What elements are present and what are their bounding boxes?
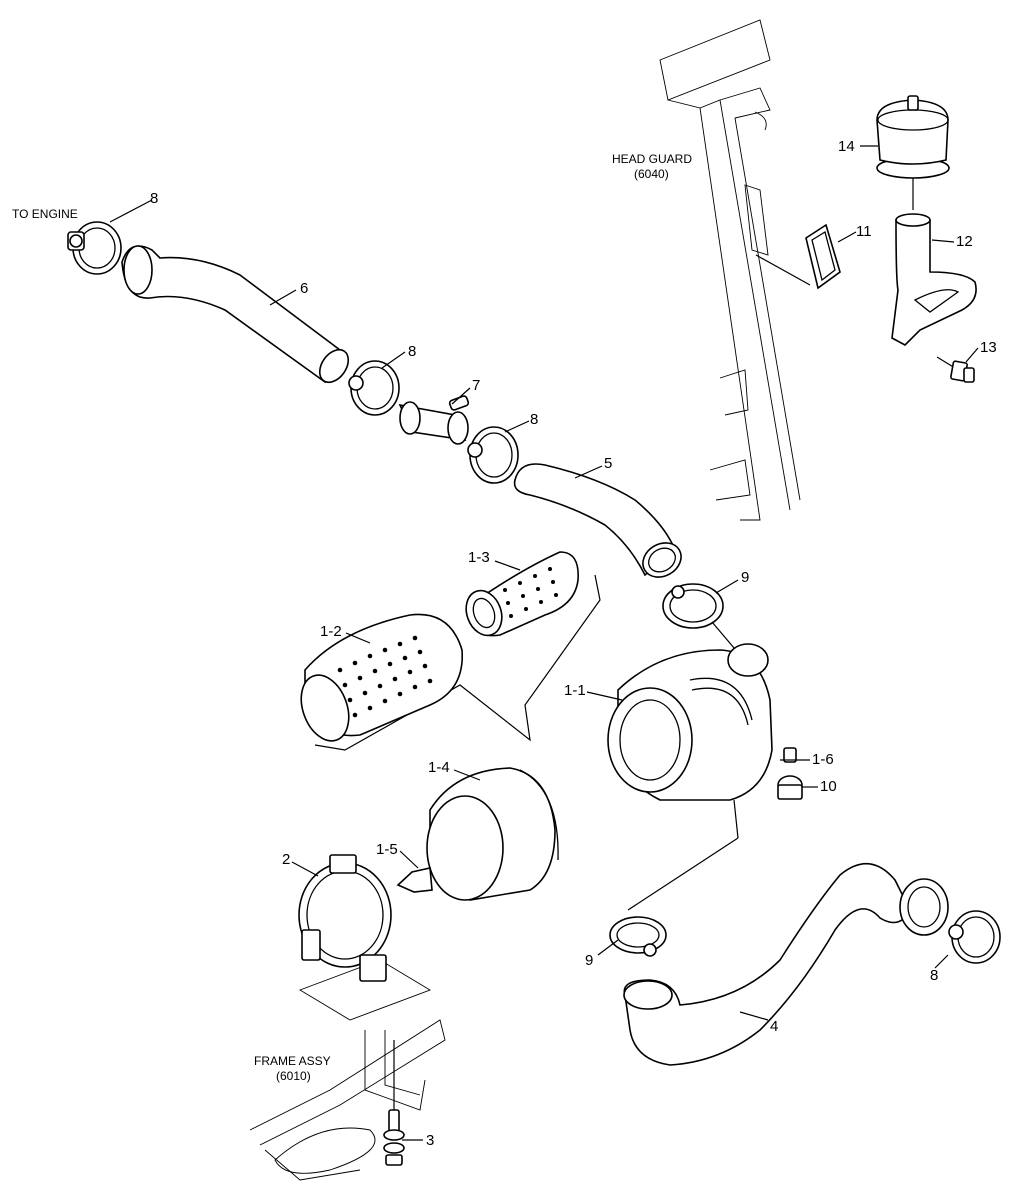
callout-11: 11	[856, 223, 872, 240]
hose-clamp-middle-upper	[348, 360, 400, 416]
gasket	[755, 223, 841, 290]
air-cleaner-cover	[426, 767, 559, 901]
frame-assy-code: (6010)	[276, 1069, 311, 1083]
intake-hose-elbow	[513, 463, 682, 578]
air-cleaner-body	[607, 643, 773, 801]
valve-and-cap	[777, 747, 803, 800]
callout-7: 7	[472, 377, 480, 394]
outer-filter-element	[300, 613, 463, 742]
intake-hose-lower	[623, 862, 949, 1066]
hose-clamp-air-cleaner-inlet	[662, 583, 741, 656]
callout-8-middle-lower: 8	[530, 411, 538, 428]
callout-4: 4	[770, 1018, 778, 1035]
callout-8-middle-upper: 8	[408, 343, 416, 360]
callout-5: 5	[604, 455, 612, 472]
callout-leaders	[109, 145, 979, 1141]
assembly-leader-lines	[627, 799, 739, 911]
frame-assy	[249, 959, 446, 1181]
mounting-band	[298, 854, 392, 982]
callout-14: 14	[838, 138, 855, 155]
hose-clamp-top-left	[67, 221, 122, 275]
callout-1-5: 1-5	[376, 841, 398, 858]
hose-clamp-lower	[609, 916, 667, 957]
hose-clamp-middle-lower	[467, 426, 519, 484]
hose-clamp-right	[948, 910, 1001, 964]
callout-9-lower: 9	[585, 952, 593, 969]
callout-13: 13	[980, 339, 997, 356]
inner-element-perforation-dots	[503, 567, 558, 618]
callout-3: 3	[426, 1132, 434, 1149]
callout-1-6: 1-6	[812, 751, 834, 768]
callout-1-1: 1-1	[564, 682, 586, 699]
callout-1-4: 1-4	[428, 759, 450, 776]
frame-assy-label: FRAME ASSY	[254, 1054, 331, 1068]
callout-12: 12	[956, 233, 973, 250]
callout-2: 2	[282, 851, 290, 868]
callout-8-top-left: 8	[150, 190, 158, 207]
screw-washer	[936, 356, 975, 383]
to-engine-label: TO ENGINE	[12, 207, 78, 221]
evacuator-valve	[396, 867, 433, 893]
inner-filter-element	[465, 551, 579, 637]
head-guard-label: HEAD GUARD	[612, 152, 692, 166]
pre-cleaner-cap	[876, 95, 950, 210]
callout-6: 6	[300, 280, 308, 297]
head-guard-code: (6040)	[634, 167, 669, 181]
callout-1-3: 1-3	[468, 549, 490, 566]
callout-1-2: 1-2	[320, 623, 342, 640]
callout-9-upper: 9	[741, 569, 749, 586]
head-guard-frame	[659, 19, 801, 521]
filter-element-group	[314, 574, 601, 751]
callout-8-right: 8	[930, 967, 938, 984]
bolt-washer-set	[383, 1040, 405, 1166]
intake-hose-upper	[121, 245, 350, 384]
element-perforation-dots	[337, 635, 433, 718]
callout-10: 10	[820, 778, 837, 795]
pipe-joint	[398, 395, 470, 445]
pre-cleaner-pipe	[891, 213, 977, 346]
